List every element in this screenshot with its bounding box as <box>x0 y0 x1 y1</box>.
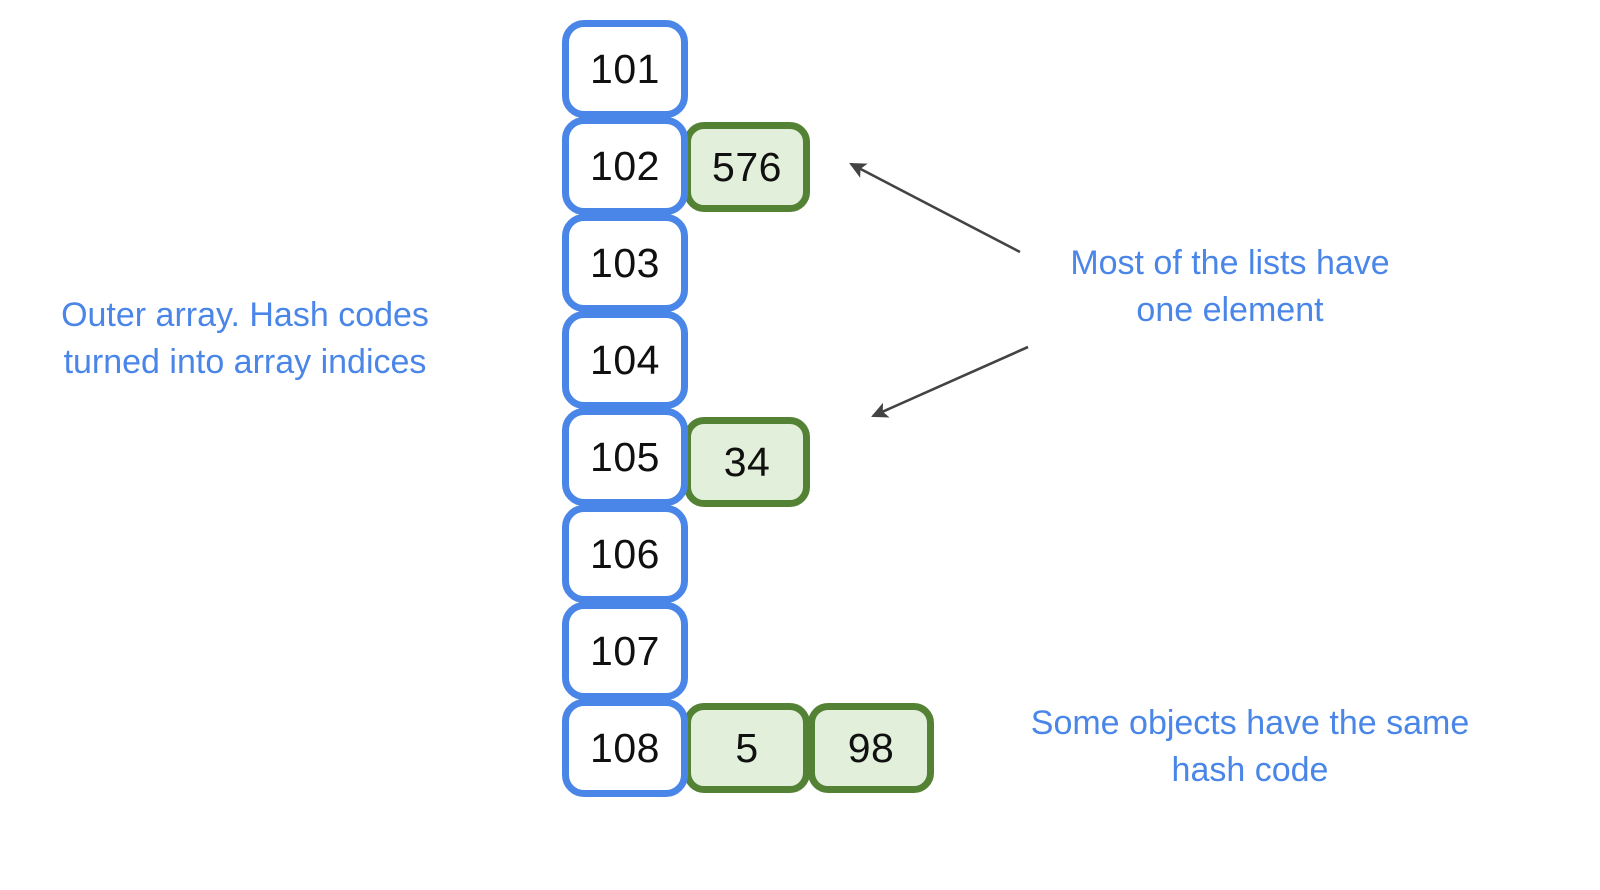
arrow-to-node-576 <box>849 162 1021 254</box>
chain-node: 576 <box>684 122 810 212</box>
bucket-row: 106 <box>562 505 688 603</box>
bucket-row: 105 <box>562 408 688 506</box>
bucket-index-label: 107 <box>590 627 660 674</box>
chain-node-value: 98 <box>847 724 895 771</box>
chain-for-bucket-108: 5 98 <box>684 703 934 793</box>
bucket-row: 104 <box>562 311 688 409</box>
bucket-index-label: 103 <box>590 239 660 286</box>
chain-node-value: 5 <box>735 724 759 771</box>
chain-for-bucket-102: 576 <box>684 122 810 212</box>
bucket-row: 102 <box>562 117 688 215</box>
chain-for-bucket-105: 34 <box>684 417 810 507</box>
annotation-most-lists-one-element: Most of the lists have one element <box>1070 244 1390 329</box>
chain-node: 5 <box>684 703 810 793</box>
annotation-same-hash-code: Some objects have the same hash code <box>1030 704 1470 789</box>
chain-node-value: 576 <box>712 143 782 190</box>
arrow-to-node-34 <box>871 345 1029 418</box>
bucket-index-label: 104 <box>590 336 660 383</box>
bucket-row: 101 <box>562 20 688 118</box>
bucket-index-label: 108 <box>590 724 660 771</box>
bucket-row: 103 <box>562 214 688 312</box>
bucket-index-label: 101 <box>590 45 660 92</box>
outer-array-column: 101 102 103 104 105 106 107 108 <box>562 20 688 797</box>
chain-node: 34 <box>684 417 810 507</box>
chain-node: 98 <box>808 703 934 793</box>
bucket-row: 108 <box>562 699 688 797</box>
bucket-index-label: 105 <box>590 433 660 480</box>
bucket-index-label: 106 <box>590 530 660 577</box>
chain-node-value: 34 <box>723 438 771 485</box>
annotation-outer-array: Outer array. Hash codes turned into arra… <box>61 296 429 381</box>
bucket-row: 107 <box>562 602 688 700</box>
bucket-index-label: 102 <box>590 142 660 189</box>
